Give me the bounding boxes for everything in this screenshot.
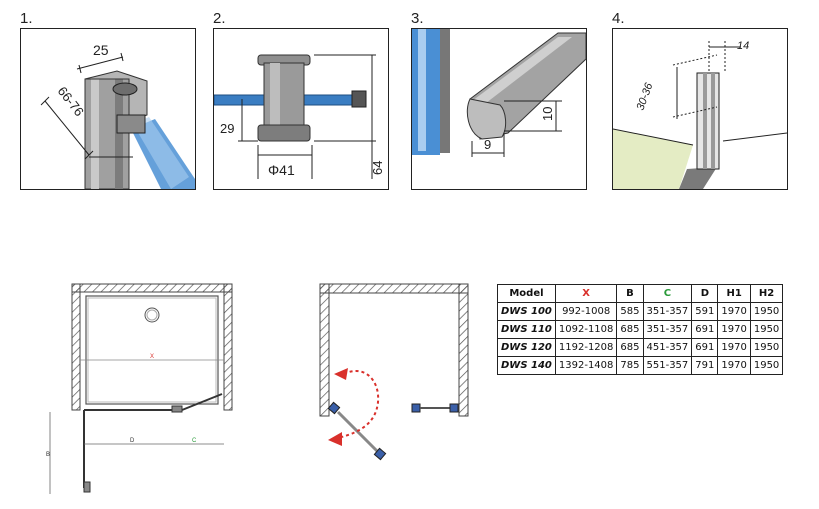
detail-panel-4: 14 30-36 [612, 28, 788, 190]
wall-profile [696, 72, 720, 170]
dim-30-36: 30-36 [635, 81, 656, 112]
cell-x: 992-1008 [554, 302, 618, 321]
right-wall [458, 283, 469, 417]
cell-b: 585 [616, 302, 644, 321]
dim-66-76: 66-76 [55, 84, 87, 119]
right-wall [223, 283, 233, 411]
swing-arrow [337, 369, 380, 439]
col-c: C [642, 284, 693, 303]
dim-9: 9 [484, 137, 491, 152]
model-spec-table: Model X B C D H1 H2 DWS 100 992-1008 585… [497, 284, 784, 375]
table-row: DWS 110 1092-1108 685 351-357 691 1970 1… [497, 320, 784, 339]
cell-c: 351-357 [642, 302, 693, 321]
label-b: B [46, 452, 50, 458]
label-d: D [130, 438, 135, 444]
cell-b: 685 [616, 320, 644, 339]
cell-c: 351-357 [642, 320, 693, 339]
table-row: DWS 140 1392-1408 785 551-357 791 1970 1… [497, 356, 784, 375]
back-wall [319, 283, 469, 294]
wall-install-drawing: 14 30-36 [613, 40, 787, 189]
panel-2-number: 2. [213, 10, 226, 27]
label-c: C [192, 438, 197, 444]
cell-model: DWS 140 [497, 356, 556, 375]
cell-model: DWS 110 [497, 320, 556, 339]
left-wall [319, 283, 330, 417]
dim-25: 25 [93, 42, 109, 58]
dim-64: 64 [370, 161, 385, 175]
table-header-row: Model X B C D H1 H2 [497, 284, 784, 303]
hinge-profile-drawing: 25 66-76 [40, 42, 195, 189]
dim-10: 10 [540, 107, 555, 121]
dim-29: 29 [220, 121, 234, 136]
opened-door-panel [336, 410, 382, 456]
detail-panel-1: 25 66-76 [20, 28, 196, 190]
shower-tray [85, 295, 219, 405]
cell-x: 1392-1408 [554, 356, 618, 375]
door-swing-drawing [319, 283, 469, 461]
panel-1-number: 1. [20, 10, 33, 27]
cell-model: DWS 120 [497, 338, 556, 357]
panel-3-number: 3. [411, 10, 424, 27]
fixed-panel [181, 393, 223, 411]
cell-h2: 1950 [749, 302, 784, 321]
cell-model: DWS 100 [497, 302, 556, 321]
cell-h1: 1970 [717, 302, 751, 321]
col-x: X [554, 284, 618, 303]
floor-plan-drawing: X D C B [46, 283, 233, 494]
table-row: DWS 100 992-1008 585 351-357 591 1970 19… [497, 302, 784, 321]
cell-d: 591 [691, 302, 719, 321]
drain [144, 307, 160, 323]
cell-c: 551-357 [642, 356, 693, 375]
dim-diameter-41: Φ41 [268, 162, 295, 178]
col-h2: H2 [749, 284, 784, 303]
cell-h1: 1970 [717, 356, 751, 375]
dim-14: 14 [737, 40, 749, 52]
panel-4-number: 4. [612, 10, 625, 27]
cell-d: 691 [691, 320, 719, 339]
cell-d: 691 [691, 338, 719, 357]
pivot-drawing: 29 Φ41 64 [214, 54, 385, 179]
detail-panel-2: 29 Φ41 64 [213, 28, 389, 190]
cell-c: 451-357 [642, 338, 693, 357]
label-x: X [150, 354, 154, 360]
cell-h2: 1950 [749, 356, 784, 375]
floor-area [613, 129, 693, 189]
col-b: B [616, 284, 644, 303]
table-row: DWS 120 1192-1208 685 451-357 691 1970 1… [497, 338, 784, 357]
cell-b: 685 [616, 338, 644, 357]
cell-h1: 1970 [717, 320, 751, 339]
left-wall [71, 283, 81, 411]
cell-h1: 1970 [717, 338, 751, 357]
back-wall [71, 283, 233, 293]
seal-profile-drawing: 10 9 [412, 29, 586, 157]
col-model: Model [497, 284, 556, 303]
cell-h2: 1950 [749, 338, 784, 357]
col-d: D [691, 284, 719, 303]
cell-x: 1192-1208 [554, 338, 618, 357]
cell-x: 1092-1108 [554, 320, 618, 339]
detail-panel-3: 10 9 [411, 28, 587, 190]
cell-d: 791 [691, 356, 719, 375]
cell-h2: 1950 [749, 320, 784, 339]
cell-b: 785 [616, 356, 644, 375]
col-h1: H1 [717, 284, 751, 303]
